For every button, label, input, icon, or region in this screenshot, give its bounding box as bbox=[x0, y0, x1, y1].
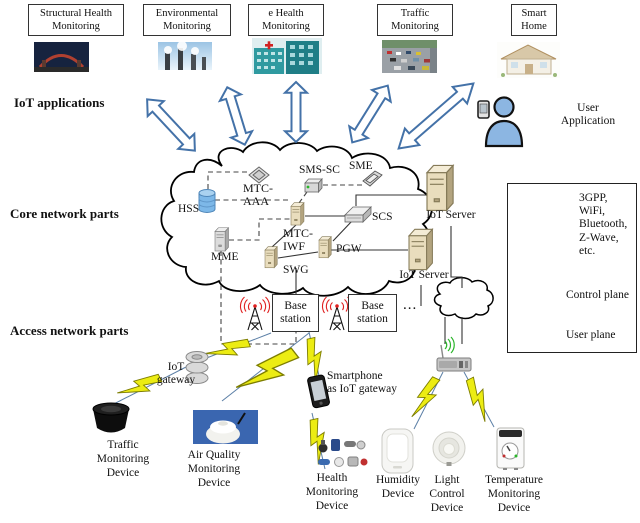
swg-label: SWG bbox=[283, 264, 309, 276]
app-box-structural-health: Structural Health Monitoring bbox=[28, 4, 124, 36]
wireless-router-icon bbox=[436, 336, 472, 372]
mtc-aaa-label: MTC- AAA bbox=[243, 181, 273, 209]
legend-user-plane-label: User plane bbox=[566, 329, 616, 341]
scs-switch-icon bbox=[344, 206, 372, 223]
legend-control-plane-label: Control plane bbox=[566, 289, 629, 301]
app-box-smart-home: Smart Home bbox=[511, 4, 557, 36]
pgw-label: PGW bbox=[336, 243, 362, 255]
radio-tower-icon bbox=[239, 296, 271, 331]
iot-server-1-label: IoT Server bbox=[426, 209, 476, 221]
iot-server-2-label: IoT Server bbox=[399, 269, 449, 281]
mtc-iwf-label: MTC- IWF bbox=[283, 226, 313, 254]
legend-box bbox=[507, 183, 637, 353]
control-plane-lines bbox=[207, 171, 362, 345]
health-device-image bbox=[314, 435, 370, 471]
section-core-network: Core network parts bbox=[10, 206, 119, 221]
temperature-device-image bbox=[495, 426, 526, 471]
lightning-icon bbox=[203, 334, 252, 367]
sme-icon bbox=[362, 170, 383, 187]
ehealth-image bbox=[252, 38, 322, 74]
smartphone-icon bbox=[307, 374, 330, 409]
structural-health-image bbox=[34, 42, 89, 72]
health-device-label: Health Monitoring Device bbox=[305, 472, 359, 512]
pgw-server-icon bbox=[319, 236, 332, 258]
scs-label: SCS bbox=[372, 211, 393, 223]
sme-label: SME bbox=[349, 160, 373, 172]
legend-wireless-label: 3GPP, WiFi, Bluetooth, Z-Wave, etc. bbox=[579, 192, 628, 257]
double-arrow-icon bbox=[390, 74, 482, 158]
traffic-device-image bbox=[88, 401, 134, 436]
mme-label: MME bbox=[211, 251, 239, 263]
iot-server-1-icon bbox=[427, 165, 454, 211]
section-iot-applications: IoT applications bbox=[14, 95, 105, 110]
double-arrow-icon bbox=[138, 91, 204, 159]
lightning-icon bbox=[408, 374, 444, 423]
mtc-iwf-server-icon bbox=[291, 202, 304, 226]
user-plane-lines bbox=[271, 194, 463, 344]
user-person-icon bbox=[477, 96, 524, 148]
section-access-network: Access network parts bbox=[10, 323, 129, 338]
base-station-2: Base station bbox=[348, 294, 397, 332]
internet-cloud bbox=[433, 276, 494, 320]
app-box-environmental: Environmental Monitoring bbox=[143, 4, 231, 36]
swg-server-icon bbox=[265, 246, 278, 268]
smart-home-image bbox=[497, 42, 560, 78]
smartphone-gateway-label: Smartphone as IoT gateway bbox=[327, 370, 398, 395]
light-control-device-image bbox=[431, 430, 467, 468]
lightning-icon bbox=[461, 375, 498, 424]
humidity-device-image bbox=[381, 428, 414, 474]
light-control-device-label: Light Control Device bbox=[429, 474, 465, 514]
humidity-device-label: Humidity Device bbox=[375, 474, 421, 500]
iot-server-2-icon bbox=[409, 229, 433, 270]
temperature-device-label: Temperature Monitoring Device bbox=[485, 474, 543, 514]
environmental-image bbox=[158, 42, 212, 70]
hss-database-icon bbox=[198, 189, 216, 213]
iot-gateway-label: IoT gateway bbox=[156, 361, 196, 386]
base-station-1: Base station bbox=[272, 294, 319, 332]
user-application-label: User Application bbox=[560, 102, 616, 127]
app-box-traffic: Traffic Monitoring bbox=[377, 4, 453, 36]
mtc-aaa-icon bbox=[248, 166, 270, 184]
app-box-ehealth: e Health Monitoring bbox=[248, 4, 324, 36]
traffic-device-label: Traffic Monitoring Device bbox=[96, 439, 150, 479]
traffic-image bbox=[382, 40, 437, 73]
mme-server-icon bbox=[215, 227, 229, 251]
air-quality-device-label: Air Quality Monitoring Device bbox=[187, 449, 241, 489]
air-quality-device-image bbox=[193, 410, 258, 444]
ellipsis-label: ... bbox=[403, 297, 418, 313]
sms-sc-label: SMS-SC bbox=[299, 164, 340, 176]
double-arrow-icon bbox=[215, 83, 257, 149]
hss-label: HSS bbox=[178, 203, 200, 215]
lightning-icon bbox=[232, 341, 303, 404]
sms-sc-icon bbox=[304, 177, 323, 194]
double-arrow-icon bbox=[341, 78, 399, 150]
double-arrow-icon bbox=[284, 81, 308, 143]
